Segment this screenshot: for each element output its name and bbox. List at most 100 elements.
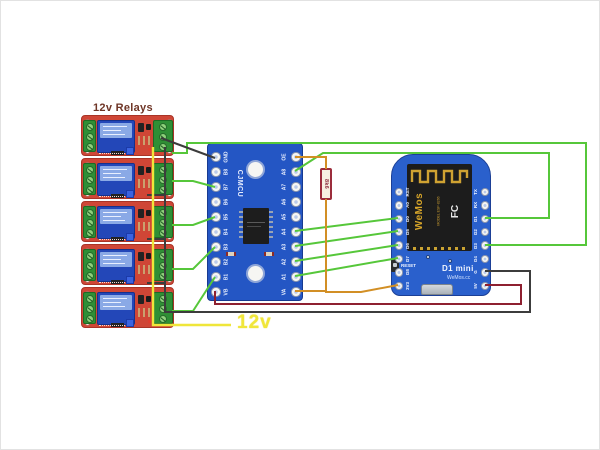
resistor-smd xyxy=(143,179,145,188)
pin-label-a0: A0 xyxy=(404,202,410,209)
transistor xyxy=(138,295,144,304)
pin-pad-b7 xyxy=(211,182,221,192)
pin-pad-b1 xyxy=(211,272,221,282)
resistor-smd xyxy=(148,136,150,145)
pin-label-b7: B7 xyxy=(223,183,230,191)
wire-a2-to-d6 xyxy=(294,244,399,262)
status-led xyxy=(148,191,151,194)
resistor-smd xyxy=(138,265,140,274)
pin-pad-d7 xyxy=(394,254,404,264)
pin-pad-b2 xyxy=(211,257,221,267)
wire-a3-to-d5 xyxy=(294,230,399,247)
module-model: MODEL ESP-8266 xyxy=(437,196,441,226)
status-led xyxy=(148,234,151,237)
pin-label-d3: D3 xyxy=(472,242,478,249)
screw-terminal-right xyxy=(153,292,173,324)
screw-terminal-right xyxy=(153,120,173,152)
pin-pad-g xyxy=(480,268,490,277)
pin-pad-a2 xyxy=(291,257,301,267)
pin-label-b6: B6 xyxy=(223,198,230,206)
screw-terminal-right xyxy=(153,249,173,281)
relay-stack xyxy=(81,115,174,328)
supply-voltage-label: 12v xyxy=(237,312,272,333)
relay-label xyxy=(100,166,132,181)
pin-pad-b4 xyxy=(211,227,221,237)
board-site: WeMos.cc xyxy=(447,275,471,281)
relay-label xyxy=(100,252,132,267)
pin-label-a6: A6 xyxy=(281,198,288,206)
module-brand: WeMos xyxy=(414,192,426,230)
screw xyxy=(159,272,167,280)
status-led xyxy=(148,320,151,323)
screw xyxy=(159,166,167,174)
pin-label-5v: 5V xyxy=(472,283,478,289)
silkscreen-text xyxy=(99,325,125,328)
pin-label-3v3: 3V3 xyxy=(404,281,410,290)
relay-label xyxy=(100,209,132,224)
pin-label-d5: D5 xyxy=(404,229,410,236)
screw xyxy=(86,133,94,141)
pin-label-a5: A5 xyxy=(281,213,288,221)
pullup-resistor: 8k6 xyxy=(320,168,332,200)
screw xyxy=(159,229,167,237)
mount-hole xyxy=(246,160,265,179)
pin-label-gnd: GND xyxy=(223,151,230,163)
pin-pad-d1 xyxy=(480,214,490,223)
screw xyxy=(86,219,94,227)
relay-label xyxy=(100,123,132,138)
screw xyxy=(159,176,167,184)
pin-pad-3v3 xyxy=(394,281,404,290)
solder-pad xyxy=(448,259,452,263)
pin-label-a7: A7 xyxy=(281,183,288,191)
pin-pad-va xyxy=(291,287,301,297)
pin-label-b2: B2 xyxy=(223,258,230,266)
screw xyxy=(86,123,94,131)
solder-pad xyxy=(426,255,430,259)
relay-module xyxy=(81,158,174,199)
pin-pad-d5 xyxy=(394,228,404,237)
d1-mini-board: WeMos MODEL ESP-8266 FC RESET D1 mini We… xyxy=(391,154,491,296)
pin-label-b3: B3 xyxy=(223,243,230,251)
transistor xyxy=(138,252,144,261)
jumper-block xyxy=(126,319,134,327)
pin-pad-rx xyxy=(480,201,490,210)
pin-pad-gnd xyxy=(211,152,221,162)
resistor-smd xyxy=(148,222,150,231)
pin-label-d8: D8 xyxy=(404,269,410,276)
resistor-smd xyxy=(138,136,140,145)
pin-pad-d4 xyxy=(480,254,490,264)
wire-a1-to-d7 xyxy=(294,257,399,277)
screw xyxy=(86,186,94,194)
screw xyxy=(86,143,94,151)
screw xyxy=(159,315,167,323)
screw xyxy=(86,272,94,280)
screw-terminal-left xyxy=(83,206,96,238)
diode xyxy=(146,210,151,216)
pin-pad-a0 xyxy=(394,201,404,210)
pin-pad-d8 xyxy=(394,268,404,277)
castellated-pads xyxy=(413,247,466,250)
screw xyxy=(159,262,167,270)
screw xyxy=(159,295,167,303)
pin-pad-d2 xyxy=(480,228,490,237)
screw-terminal-left xyxy=(83,292,96,324)
resistor-smd xyxy=(143,222,145,231)
relay-module xyxy=(81,115,174,156)
pin-label-d1: D1 xyxy=(472,215,478,222)
resistor-smd xyxy=(143,136,145,145)
smd-resistor xyxy=(264,252,274,256)
screw xyxy=(86,166,94,174)
pin-pad-5v xyxy=(480,281,490,290)
pin-label-b5: B5 xyxy=(223,213,230,221)
jumper-block xyxy=(126,233,134,241)
pin-pad-d6 xyxy=(394,241,404,250)
pin-label-d7: D7 xyxy=(404,256,410,262)
pin-label-d2: D2 xyxy=(472,229,478,236)
smd-resistor xyxy=(226,252,236,256)
reset-label: RESET xyxy=(401,263,417,268)
resistor-smd xyxy=(148,308,150,317)
pin-label-va: VA xyxy=(281,288,288,296)
pin-label-g: G xyxy=(472,270,478,275)
resistor-smd xyxy=(143,308,145,317)
